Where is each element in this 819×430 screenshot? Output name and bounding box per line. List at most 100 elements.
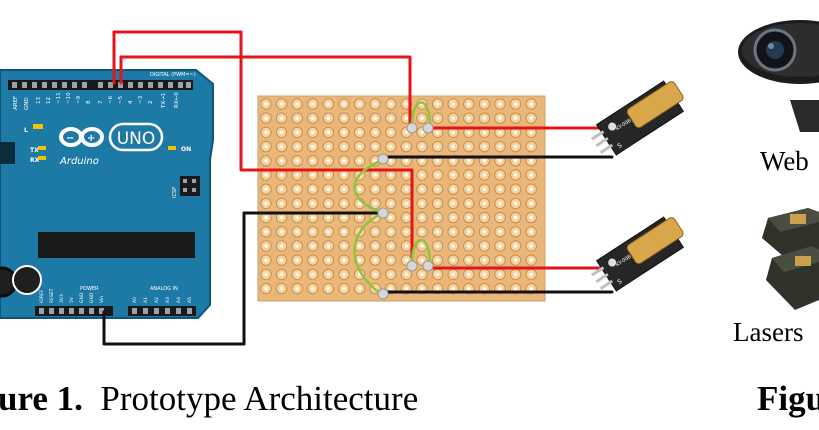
perfboard-hole: [513, 130, 518, 135]
perfboard-hole: [529, 159, 533, 163]
perfboard-hole: [467, 116, 471, 120]
black-wire-gnd: [102, 211, 385, 346]
perfboard-hole: [420, 244, 424, 248]
perfboard-hole: [326, 244, 331, 248]
perfboard-hole: [435, 159, 440, 163]
perfboard-hole: [389, 272, 393, 277]
perfboard-hole: [311, 144, 315, 149]
green-jumper: [410, 101, 432, 127]
perfboard-hole: [279, 173, 284, 177]
perfboard-hole: [451, 258, 456, 263]
perfboard-hole: [513, 244, 518, 248]
perfboard-hole: [357, 187, 362, 191]
pin-label-12: 12: [46, 97, 52, 104]
perfboard-hole: [342, 144, 346, 149]
webcam-label: Web: [760, 146, 809, 176]
perfboard-hole: [311, 201, 315, 206]
red-wire-2: [119, 55, 412, 129]
perfboard-hole: [467, 159, 471, 163]
perfboard-hole: [529, 116, 533, 120]
perfboard-hole: [513, 144, 518, 149]
perfboard-hole: [342, 230, 346, 234]
capacitor: [12, 265, 42, 295]
lasers-label: Lasers: [733, 317, 804, 347]
perfboard-hole: [326, 215, 331, 220]
led-label-on: ON: [181, 146, 191, 153]
arduino-logo: [59, 127, 104, 147]
perfboard-hole: [342, 258, 346, 263]
perfboard-hole: [435, 230, 440, 234]
perfboard-hole: [264, 144, 268, 149]
perfboard-hole: [482, 130, 487, 135]
perfboard-hole: [279, 201, 284, 206]
green-jumper: [410, 238, 432, 266]
perfboard-hole: [295, 130, 300, 135]
perfboard-hole: [529, 173, 533, 177]
perfboard-hole: [482, 215, 487, 220]
perfboard-hole: [404, 130, 409, 135]
figure-1-caption: ure 1. Prototype Architecture: [0, 381, 418, 416]
perfboard-hole: [420, 258, 424, 263]
perfboard-hole: [326, 130, 331, 135]
perfboard-hole: [389, 258, 393, 263]
perfboard-hole: [311, 244, 315, 248]
perfboard-hole: [498, 187, 502, 191]
perfboard-hole: [435, 116, 440, 120]
perfboard-hole: [295, 230, 300, 234]
perfboard-hole: [326, 187, 331, 191]
perfboard-hole: [264, 244, 268, 248]
perfboard-hole: [482, 102, 487, 106]
perfboard-hole: [295, 201, 300, 206]
perfboard-hole: [513, 258, 518, 263]
perfboard-hole: [279, 272, 284, 277]
pin-label-4: 4: [128, 100, 134, 104]
perfboard-hole: [451, 201, 456, 206]
perfboard-hole: [498, 258, 502, 263]
figure-1-number: ure 1.: [0, 379, 83, 418]
perfboard-hole: [435, 130, 440, 135]
perfboard-hole: [404, 187, 409, 191]
perfboard-hole: [498, 130, 502, 135]
perfboard-hole: [513, 116, 518, 120]
perfboard-hole: [342, 187, 346, 191]
perfboard-hole: [451, 272, 456, 277]
perfboard-hole: [513, 215, 518, 220]
pin-label-reset: RESET: [49, 288, 55, 303]
perfboard-hole: [404, 159, 409, 163]
pin-label-a2: A2: [154, 297, 160, 303]
perfboard-hole: [498, 244, 502, 248]
led-label-l: L: [24, 127, 28, 134]
perfboard-hole: [311, 130, 315, 135]
perfboard-hole: [451, 130, 456, 135]
perfboard-hole: [451, 187, 456, 191]
perfboard-hole: [529, 215, 533, 220]
pin-label-ioref: IOREF: [39, 289, 45, 303]
led-label-rx: RX: [30, 157, 40, 164]
perfboard-hole: [311, 159, 315, 163]
perfboard-hole: [435, 244, 440, 248]
perfboard-hole: [279, 286, 284, 291]
pin-label-6: ~6: [108, 95, 114, 104]
perfboard-hole: [435, 272, 440, 277]
pin-label-gnd-1: GND: [79, 292, 85, 303]
perfboard-hole: [311, 102, 315, 106]
perfboard-hole: [389, 187, 393, 191]
perfboard-hole: [529, 201, 533, 206]
perfboard-hole: [357, 130, 362, 135]
perfboard-hole: [279, 159, 284, 163]
perfboard-hole: [498, 230, 502, 234]
perfboard-hole: [467, 244, 471, 248]
perfboard-hole: [357, 159, 362, 163]
perfboard-hole: [264, 130, 268, 135]
perfboard-hole: [342, 159, 346, 163]
perfboard-hole: [404, 102, 409, 106]
pin-label-vin: Vin: [99, 296, 105, 303]
laser-diode: [626, 81, 684, 129]
perfboard-hole: [311, 187, 315, 191]
figure-2-caption: Figu: [757, 381, 819, 416]
pin-label-gnd: GND: [24, 97, 30, 110]
perfboard-hole: [498, 272, 502, 277]
perfboard-hole: [279, 187, 284, 191]
perfboard-hole: [482, 230, 487, 234]
perfboard-hole: [389, 130, 393, 135]
